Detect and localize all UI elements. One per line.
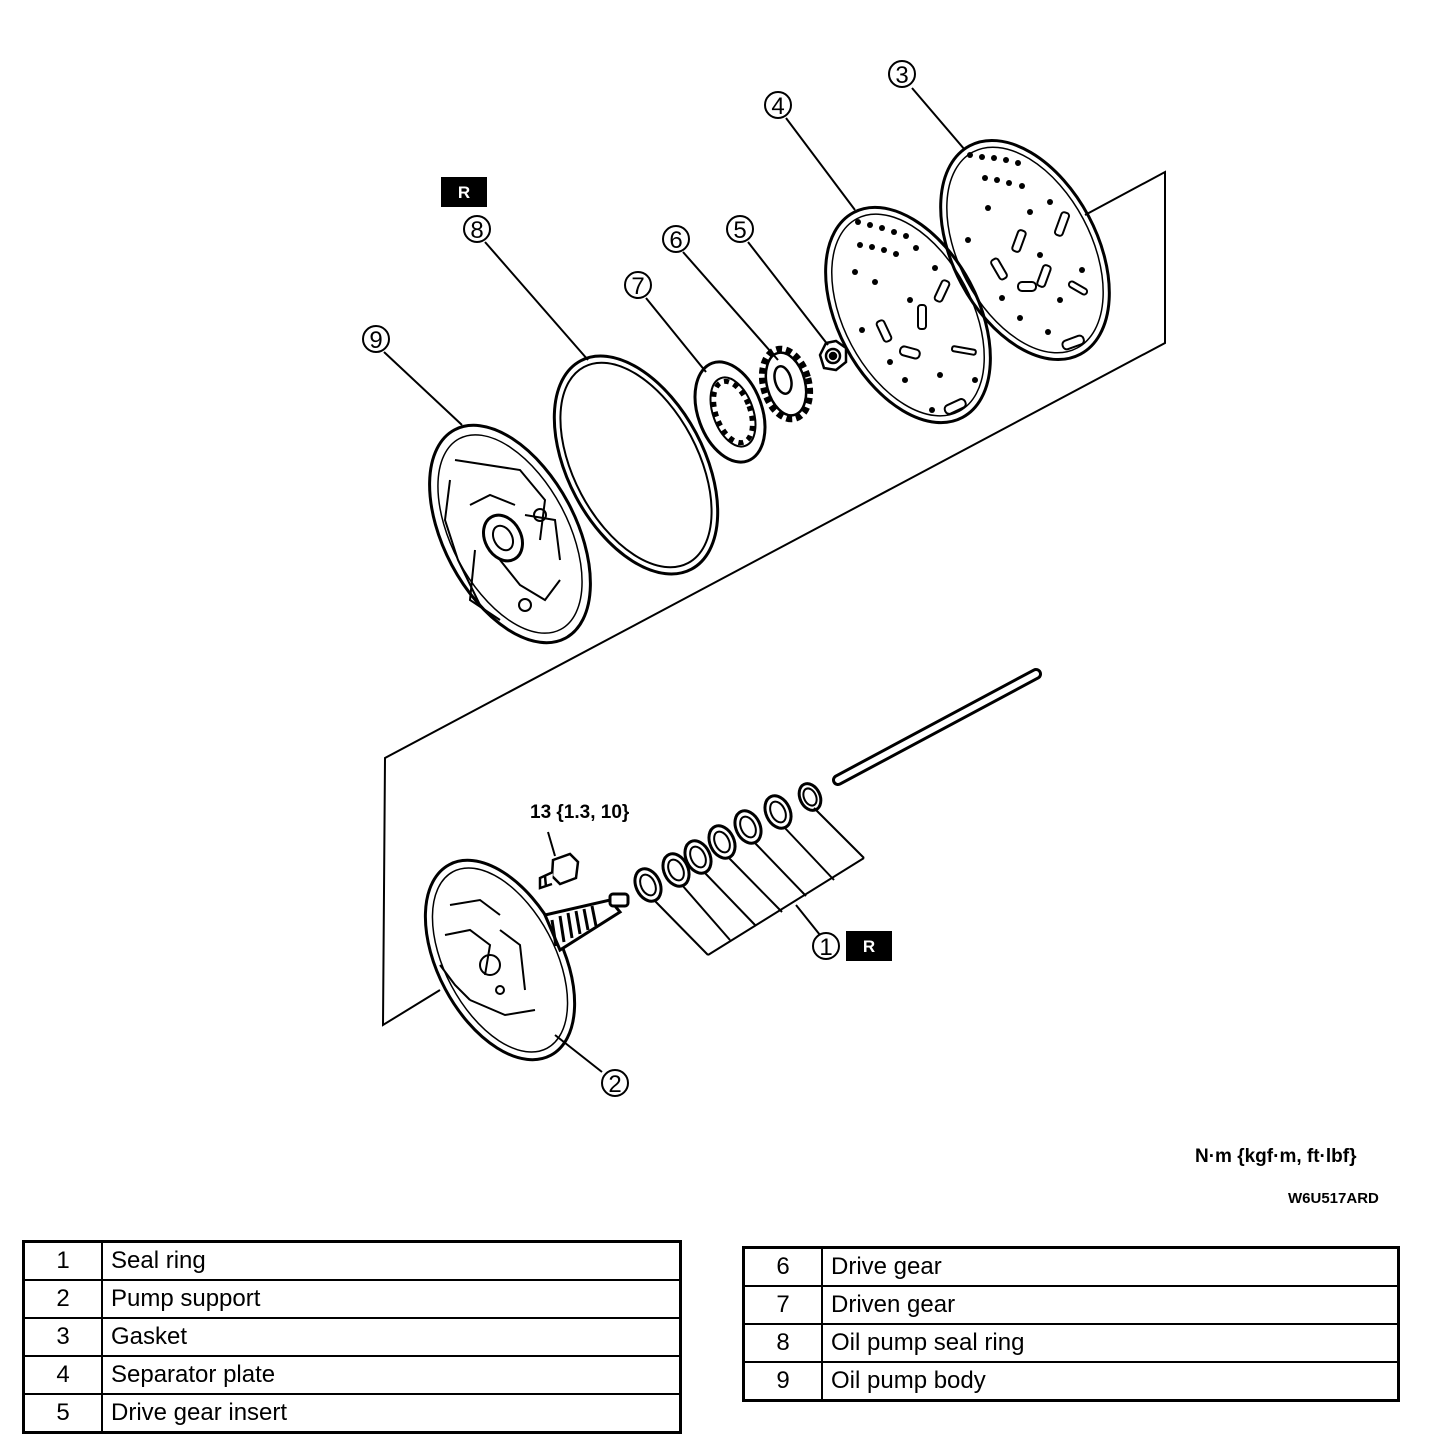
legend-part-name: Driven gear — [821, 1285, 1400, 1325]
legend-part-name: Drive gear — [821, 1246, 1400, 1287]
legend-part-name: Oil pump body — [821, 1361, 1400, 1402]
legend-part-number: 8 — [742, 1323, 823, 1363]
torque-note: 13 {1.3, 10} — [530, 802, 630, 823]
gasket — [939, 138, 1111, 362]
svg-text:7: 7 — [631, 273, 644, 300]
svg-text:2: 2 — [608, 1071, 621, 1098]
bolt — [538, 852, 580, 890]
callout-2: 2 — [601, 1069, 629, 1098]
callout-8: 8 — [463, 215, 491, 244]
legend-part-number: 4 — [22, 1355, 103, 1395]
replace-badge-top: R — [441, 177, 487, 207]
legend-part-number: 5 — [22, 1393, 103, 1434]
legend-part-name: Separator plate — [101, 1355, 682, 1395]
pump-support — [423, 858, 630, 1062]
callout-4: 4 — [764, 91, 792, 120]
svg-text:R: R — [863, 937, 875, 956]
callout-7: 7 — [624, 271, 652, 300]
legend-part-name: Seal ring — [101, 1240, 682, 1281]
callout-1: 1 — [812, 932, 840, 961]
figure-code: W6U517ARD — [1288, 1190, 1379, 1207]
legend-part-name: Oil pump seal ring — [821, 1323, 1400, 1363]
legend-part-name: Drive gear insert — [101, 1393, 682, 1434]
svg-text:8: 8 — [470, 217, 483, 244]
legend-part-number: 9 — [742, 1361, 823, 1402]
input-shaft — [832, 668, 1042, 786]
svg-text:4: 4 — [771, 93, 784, 120]
replace-badge-seal-ring: R — [846, 931, 892, 961]
oil-pump-seal-ring — [552, 354, 720, 576]
units-label: N·m {kgf·m, ft·lbf} — [1195, 1146, 1357, 1167]
svg-text:3: 3 — [895, 62, 908, 89]
assembly-frame — [381, 170, 1166, 1027]
legend-part-number: 6 — [742, 1246, 823, 1287]
svg-text:5: 5 — [733, 217, 746, 244]
svg-text:6: 6 — [669, 227, 682, 254]
svg-text:9: 9 — [369, 327, 382, 354]
seal-ring-bracket — [653, 807, 865, 956]
legend-part-name: Pump support — [101, 1279, 682, 1319]
legend-part-name: Gasket — [101, 1317, 682, 1357]
legend-part-number: 3 — [22, 1317, 103, 1357]
svg-text:R: R — [458, 183, 470, 202]
legend-part-number: 2 — [22, 1279, 103, 1319]
separator-plate — [824, 205, 992, 425]
driven-gear — [693, 360, 767, 464]
drive-gear — [758, 345, 814, 423]
callout-5: 5 — [726, 215, 754, 244]
callout-3: 3 — [888, 60, 916, 89]
oil-pump-body — [428, 423, 592, 645]
legend-part-number: 1 — [22, 1240, 103, 1281]
leader-lines — [383, 87, 966, 1073]
callout-6: 6 — [662, 225, 690, 254]
callout-9: 9 — [362, 325, 390, 354]
svg-text:1: 1 — [819, 934, 832, 961]
legend-part-number: 7 — [742, 1285, 823, 1325]
drive-gear-insert — [818, 339, 848, 372]
